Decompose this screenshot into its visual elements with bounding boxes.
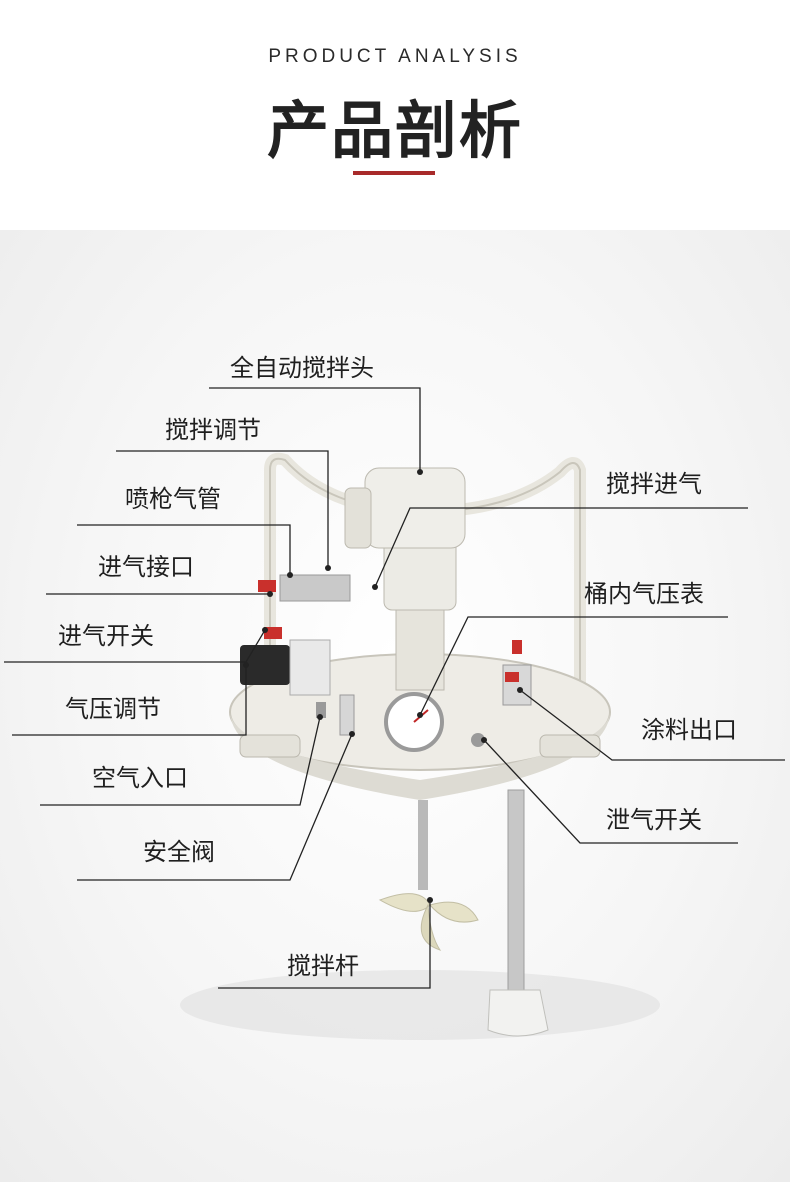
label-auto-mixer-head: 全自动搅拌头 xyxy=(230,354,374,382)
label-tank-pressure-gauge: 桶内气压表 xyxy=(584,580,704,608)
page-title: 产品剖析 xyxy=(266,94,523,167)
label-pressure-regulator: 气压调节 xyxy=(65,695,161,723)
label-vent-switch: 泄气开关 xyxy=(606,806,702,834)
label-mixer-adjust: 搅拌调节 xyxy=(165,416,261,444)
section-eyebrow: PRODUCT ANALYSIS xyxy=(268,46,522,67)
label-safety-valve: 安全阀 xyxy=(143,838,215,866)
label-paint-outlet: 涂料出口 xyxy=(641,716,737,744)
label-mixer-air-inlet: 搅拌进气 xyxy=(606,470,702,498)
label-gun-air-hose: 喷枪气管 xyxy=(125,485,221,513)
label-mixer-rod: 搅拌杆 xyxy=(287,952,359,980)
label-air-inlet-joint: 进气接口 xyxy=(98,553,194,581)
title-accent-bar xyxy=(353,171,435,175)
label-air-inlet-switch: 进气开关 xyxy=(58,622,154,650)
label-air-intake: 空气入口 xyxy=(92,764,188,792)
